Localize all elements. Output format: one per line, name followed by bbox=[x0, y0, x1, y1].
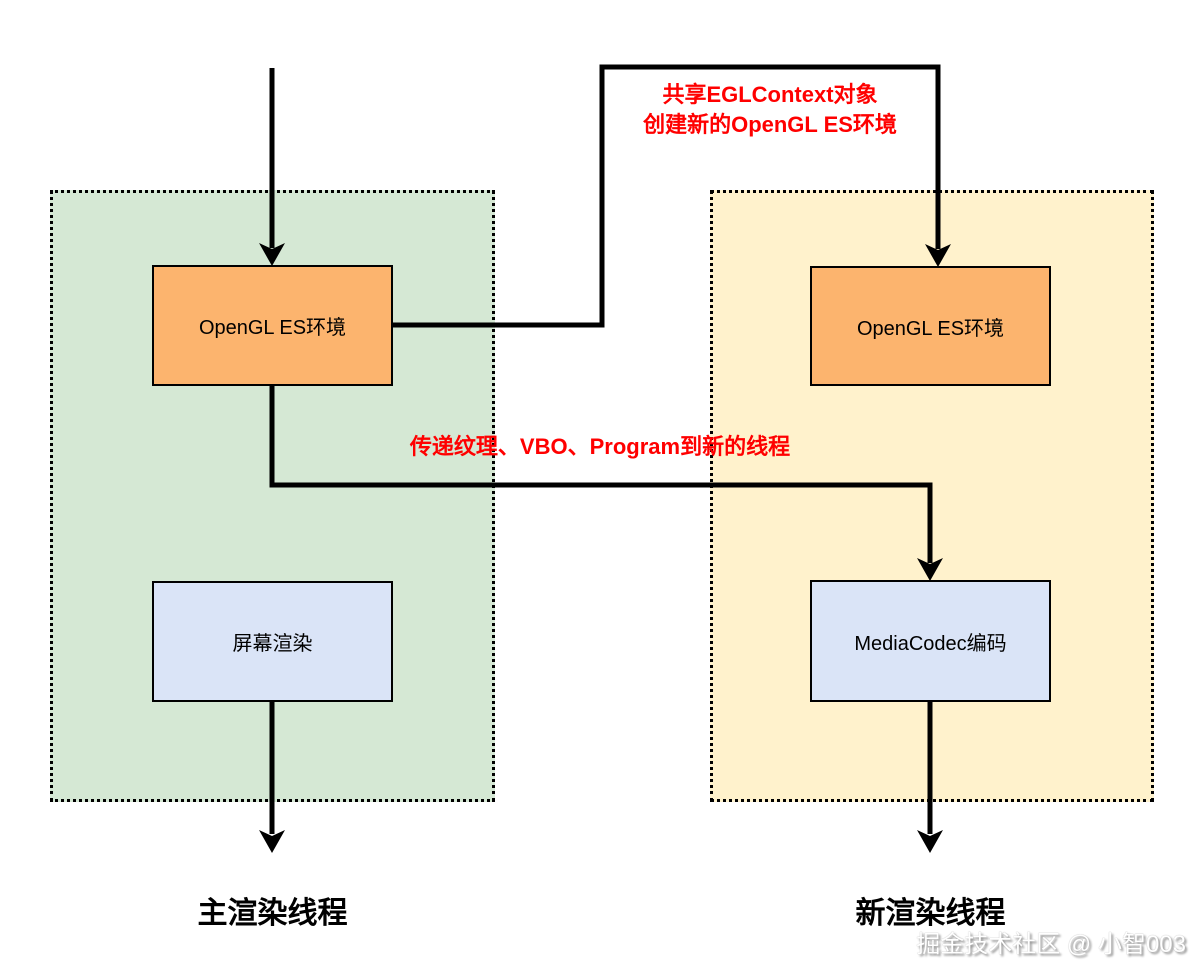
new-render-thread-label: 新渲染线程 bbox=[855, 897, 1006, 930]
new-opengl-es-box: OpenGL ES环境 bbox=[810, 266, 1051, 386]
main-opengl-es-box: OpenGL ES环境 bbox=[152, 265, 393, 386]
annotation-transfer-resources: 传递纹理、VBO、Program到新的线程 bbox=[409, 434, 791, 459]
watermark-text: 掘金技术社区 @ 小智003 bbox=[916, 931, 1186, 958]
annotation-share-line2: 创建新的OpenGL ES环境 bbox=[643, 112, 897, 137]
main-opengl-es-label: OpenGL ES环境 bbox=[198, 317, 347, 339]
annotation-share-line1: 共享EGLContext对象 bbox=[662, 82, 878, 107]
main-render-thread-label: 主渲染线程 bbox=[197, 897, 348, 930]
annotation-share-eglcontext: 共享EGLContext对象 创建新的OpenGL ES环境 bbox=[602, 80, 938, 140]
arrowhead-main-thread-out-icon bbox=[259, 830, 285, 853]
screen-render-box: 屏幕渲染 bbox=[152, 581, 393, 702]
screen-render-label: 屏幕渲染 bbox=[232, 633, 313, 655]
new-opengl-es-label: OpenGL ES环境 bbox=[856, 317, 1005, 340]
arrowhead-new-thread-out-icon bbox=[917, 830, 943, 853]
mediacodec-encode-box: MediaCodec编码 bbox=[810, 580, 1051, 702]
mediacodec-encode-label: MediaCodec编码 bbox=[854, 632, 1007, 655]
